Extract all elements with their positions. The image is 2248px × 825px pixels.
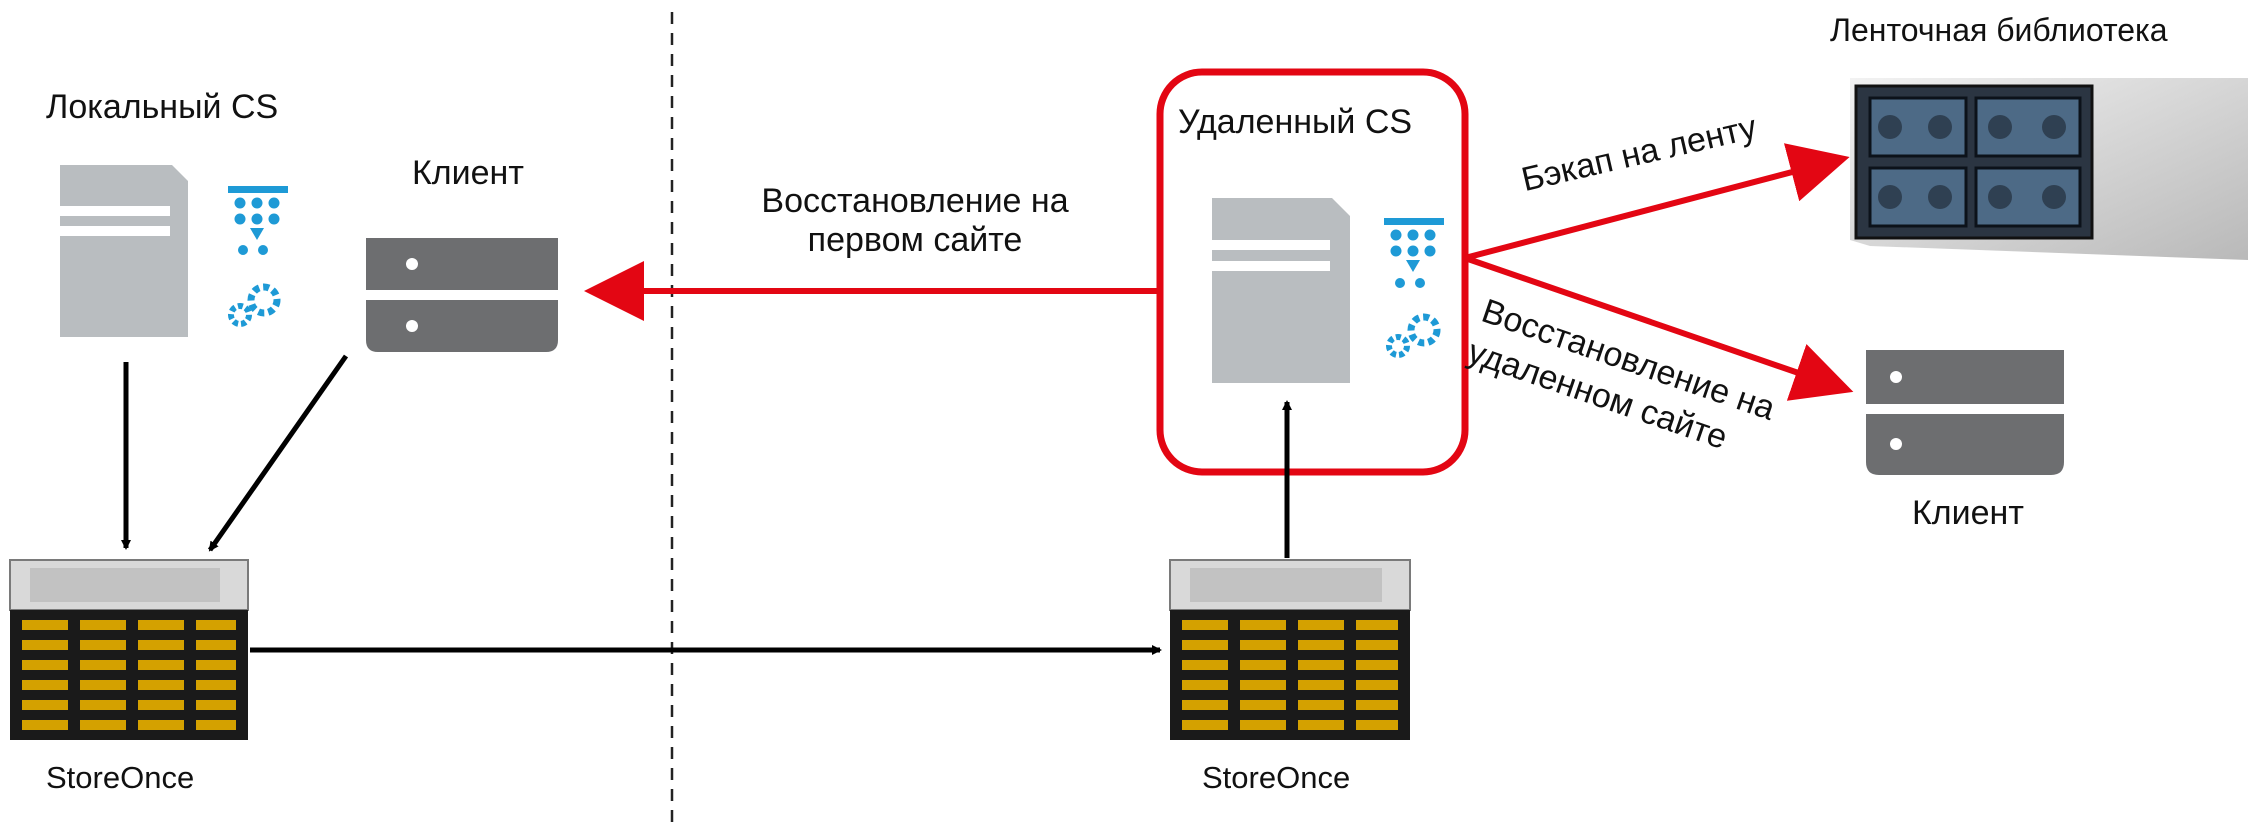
local-client-label: Клиент <box>412 154 524 192</box>
remote-client-label: Клиент <box>1912 494 2024 532</box>
tape-library-label: Ленточная библиотека <box>1830 12 2168 48</box>
remote-cs-gears-icon <box>1384 218 1444 358</box>
arrow-restore-remote-site <box>1464 255 1854 401</box>
remote-storeonce-storage-icon <box>1169 559 1411 740</box>
local-cs-gears-icon <box>228 186 288 327</box>
arrow-backup-to-tape <box>1464 143 1850 261</box>
tape-library-icon <box>1850 78 2248 260</box>
remote-cs-highlight-box <box>1156 68 1469 476</box>
restore-first-site-label-line1: Восстановление на <box>761 182 1069 220</box>
local-cs-label: Локальный CS <box>46 88 279 126</box>
remote-storeonce-label: StoreOnce <box>1202 760 1351 795</box>
local-client-server-icon <box>366 238 558 352</box>
restore-first-site-label-line2: первом сайте <box>807 221 1023 260</box>
remote-cs-label: Удаленный CS <box>1178 103 1413 141</box>
restore-first-site-label: Восстановление на первом сайте <box>735 182 1095 260</box>
remote-client-server-icon <box>1866 350 2064 475</box>
local-storeonce-label: StoreOnce <box>46 760 195 795</box>
local-cs-server-icon <box>60 165 188 337</box>
local-storeonce-storage-icon <box>9 559 249 740</box>
remote-cs-server-icon <box>1212 198 1350 383</box>
arrow-local-client-to-storeonce <box>207 354 349 552</box>
